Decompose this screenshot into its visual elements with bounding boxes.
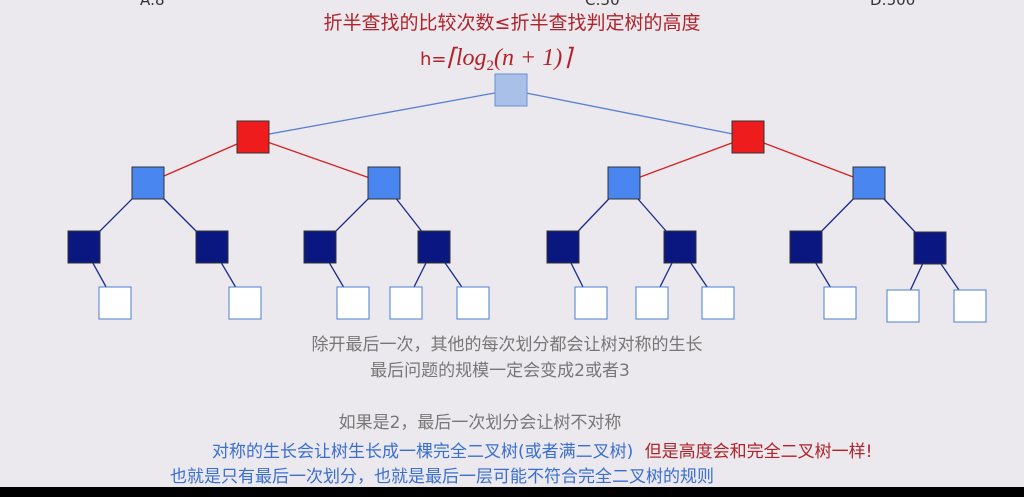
tree-node-level3	[417, 230, 451, 264]
tree-node-level3	[663, 230, 697, 264]
tree-node-level2	[607, 166, 641, 200]
note-line-3: 如果是2，最后一次划分会让树不对称	[338, 413, 622, 433]
formula-prefix: h=	[420, 49, 447, 70]
note-line-4-blue: 对称的生长会让树生长成一棵完全二叉树(或者满二叉树)	[212, 442, 634, 462]
formula-sub: 2	[486, 58, 495, 74]
option-a: A:8	[140, 0, 165, 9]
tree-node-leaf	[98, 286, 132, 320]
tree-edge	[747, 136, 870, 184]
tree-edge	[252, 136, 385, 184]
note-line-4: 对称的生长会让树生长成一棵完全二叉树(或者满二叉树) 但是高度会和完全二叉树一样…	[212, 437, 873, 462]
tree-edge	[623, 136, 749, 184]
note-line-5: 也就是只有最后一次划分，也就是最后一层可能不符合完全二叉树的规则	[170, 467, 714, 487]
tree-node-leaf	[953, 289, 987, 323]
bottom-bar	[0, 487, 1024, 497]
tree-node-level3	[913, 231, 947, 265]
tree-edge	[252, 89, 512, 138]
tree-node-level1	[731, 120, 765, 154]
option-d: D:500	[870, 0, 916, 9]
tree-node-leaf	[823, 286, 857, 320]
note-line-4-red: 但是高度会和完全二叉树一样!	[644, 442, 873, 462]
note-line-2: 最后问题的规模一定会变成2或者3	[370, 361, 630, 381]
tree-node-leaf	[886, 289, 920, 323]
tree-edge	[147, 136, 254, 184]
tree-node-level3	[789, 230, 823, 264]
formula-expr: ⌈log	[446, 45, 487, 71]
tree-node-level2	[131, 166, 165, 200]
tree-node-leaf	[574, 286, 608, 320]
tree-node-leaf	[701, 286, 735, 320]
tree-node-leaf	[336, 286, 370, 320]
slide-title: 折半查找的比较次数≤折半查找判定树的高度	[323, 12, 701, 34]
tree-node-level3	[546, 230, 580, 264]
tree-node-level2	[852, 166, 886, 200]
tree-node-leaf	[635, 286, 669, 320]
tree-node-level3	[67, 230, 101, 264]
tree-node-leaf	[456, 286, 490, 320]
formula-rest: (n + 1)⌉	[494, 45, 572, 71]
tree-node-level2	[367, 166, 401, 200]
height-formula: h=⌈log2(n + 1)⌉	[420, 43, 572, 75]
tree-node-level1	[236, 120, 270, 154]
tree-node-leaf	[228, 286, 262, 320]
note-line-1: 除开最后一次，其他的每次划分都会让树对称的生长	[311, 335, 703, 355]
tree-node-root	[494, 73, 528, 107]
tree-node-level3	[195, 230, 229, 264]
tree-node-level3	[303, 230, 337, 264]
tree-node-leaf	[389, 286, 423, 320]
tree-edge	[510, 89, 749, 138]
option-c: C:50	[585, 0, 620, 9]
